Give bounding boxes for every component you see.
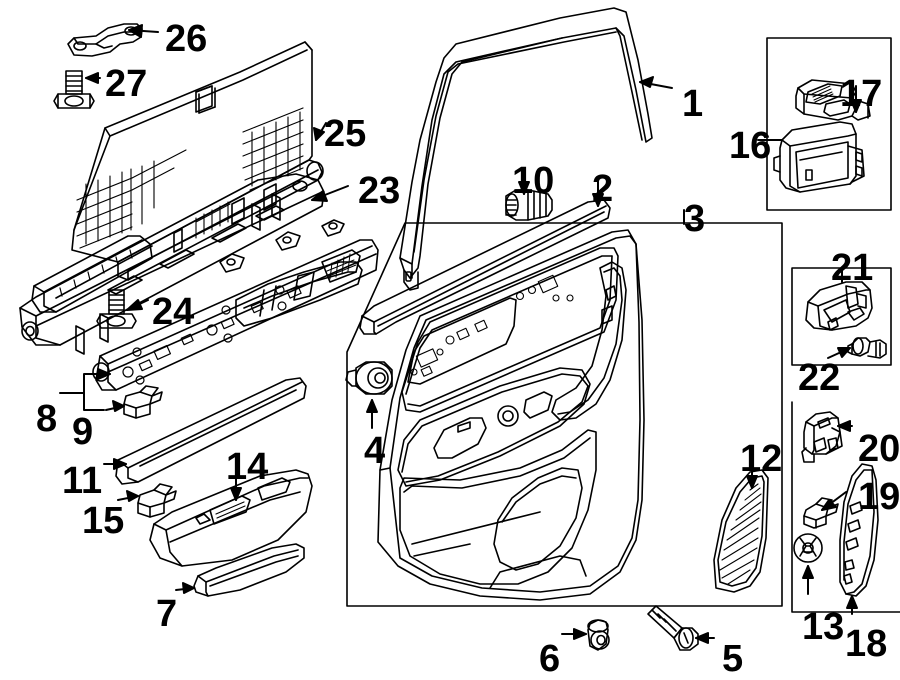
- part-15-retaining-clip: [137, 483, 177, 518]
- callout-label-1: 1: [682, 83, 704, 125]
- pointer-4: [366, 399, 378, 429]
- callout-label-27: 27: [105, 63, 148, 105]
- callout-label-24: 24: [152, 291, 195, 333]
- callout-label-3: 3: [684, 198, 706, 240]
- callout-label-21: 21: [831, 247, 874, 289]
- callout-label-20: 20: [858, 428, 900, 470]
- pointer-27: [85, 72, 101, 84]
- callout-label-18: 18: [845, 623, 888, 665]
- pointer-7: [175, 582, 195, 594]
- box-window-switch: [766, 37, 892, 211]
- part-24-bolt: [96, 289, 137, 329]
- callout-label-19: 19: [858, 476, 900, 518]
- callout-label-15: 15: [82, 500, 125, 542]
- parts-diagram-canvas: 1 2 3 4 5 6 7 8 9 10 11 12 13 14 15 16 1…: [19, 7, 900, 678]
- pointer-2: [592, 181, 604, 207]
- pointer-19: [821, 491, 847, 511]
- diagram-linework: [19, 7, 900, 651]
- part-18-lower-trim-molding: [839, 463, 879, 597]
- pointer-12: [746, 465, 758, 489]
- pointer-24: [126, 299, 149, 311]
- pointer-23: [311, 185, 349, 202]
- part-8-switch-bezel-panel: [92, 219, 379, 391]
- pointer-10: [518, 177, 530, 195]
- callout-label-12: 12: [740, 438, 783, 480]
- part-2-belt-weatherstrip: [359, 199, 611, 335]
- pointer-25: [313, 122, 327, 141]
- box-misc-right: [791, 401, 900, 613]
- pointer-13: [802, 565, 814, 595]
- pointer-8: [59, 368, 111, 411]
- callout-label-2: 2: [592, 168, 614, 210]
- part-13-rosette-plug: [793, 533, 823, 563]
- pointer-26: [128, 24, 159, 38]
- part-20-child-lock-switch: [801, 411, 843, 463]
- part-3-door-trim-panel: [377, 229, 645, 601]
- callout-label-16: 16: [729, 125, 772, 167]
- pointer-14: [230, 469, 242, 501]
- callout-label-14: 14: [226, 446, 269, 488]
- pointer-18: [846, 595, 858, 615]
- part-1-window-frame-molding: [399, 7, 653, 291]
- part-21-courtesy-lamp: [805, 281, 873, 331]
- part-23-guide-rail: [19, 173, 325, 355]
- pointer-17: [850, 85, 862, 113]
- callout-label-8: 8: [36, 398, 58, 440]
- callout-label-4: 4: [364, 430, 386, 472]
- part-14-armrest-switch-trim: [149, 469, 313, 567]
- callout-label-13: 13: [802, 606, 845, 648]
- pointer-5: [695, 632, 715, 644]
- pointer-1: [639, 76, 673, 89]
- callout-label-26: 26: [165, 18, 208, 60]
- pointer-15: [117, 490, 139, 502]
- pointer-20: [837, 420, 853, 432]
- pointer-9: [105, 400, 125, 412]
- callout-label-10: 10: [512, 160, 555, 202]
- part-7-armrest-insert-pad: [193, 543, 305, 597]
- callout-label-23: 23: [358, 170, 401, 212]
- part-10-bolt: [505, 189, 553, 221]
- part-6-push-pin-rivet: [587, 619, 610, 651]
- pointer-22: [827, 347, 851, 359]
- pointer-6: [561, 628, 587, 640]
- callout-label-5: 5: [722, 638, 744, 680]
- box-door-trim-panel: [346, 222, 783, 607]
- callout-label-25: 25: [324, 113, 367, 155]
- part-16-window-switch-body: [773, 121, 865, 193]
- part-12-speaker-grille: [713, 469, 769, 593]
- callout-label-17: 17: [840, 73, 883, 115]
- callout-label-22: 22: [798, 357, 841, 399]
- pointer-11: [103, 458, 127, 470]
- callout-label-9: 9: [72, 411, 94, 453]
- part-27-bolt: [53, 70, 95, 109]
- part-9-retaining-clip: [123, 385, 163, 419]
- part-26-sunshade-bracket: [67, 23, 143, 57]
- part-4-retainer-grommet: [345, 361, 393, 395]
- callout-label-11: 11: [62, 460, 103, 502]
- callout-label-7: 7: [156, 593, 178, 635]
- callout-label-6: 6: [539, 638, 561, 680]
